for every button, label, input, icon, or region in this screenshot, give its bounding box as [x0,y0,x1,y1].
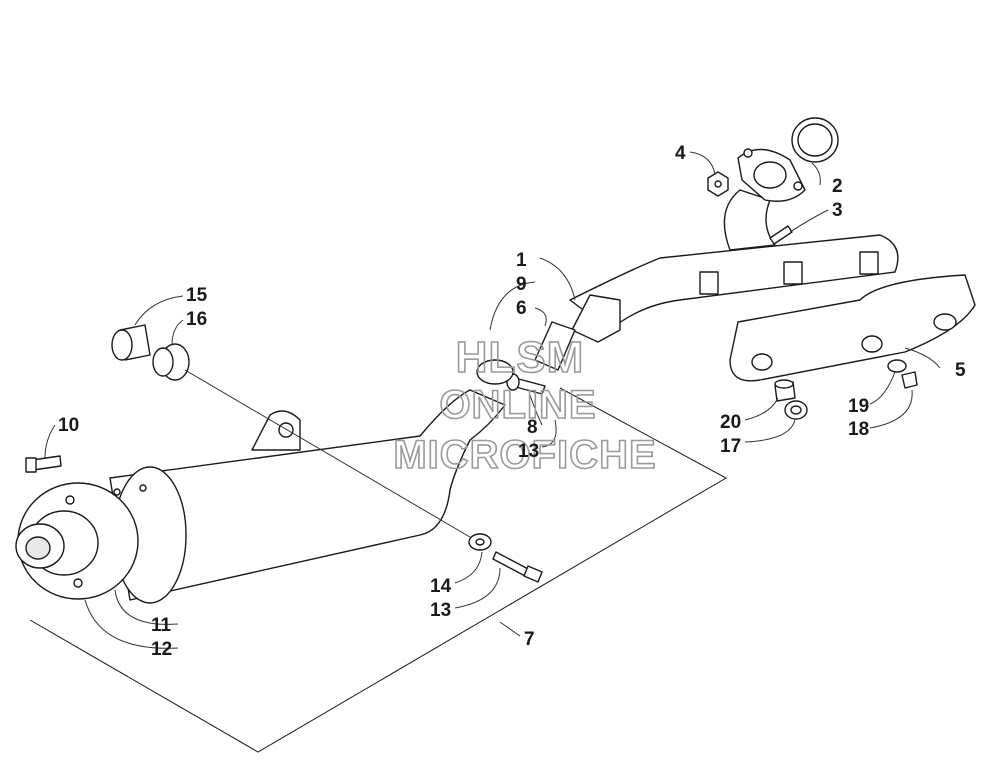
callout-7: 7 [524,629,535,650]
callout-3: 3 [832,200,843,221]
callout-12: 12 [151,639,172,660]
callout-18: 18 [848,419,869,440]
mount-bolt-10 [25,455,62,473]
callout-16: 16 [186,309,207,330]
washer-14 [468,533,492,551]
heat-shield [729,274,976,382]
exhaust-flange [737,148,806,202]
callout-13-upper: 13 [518,441,539,462]
callout-9: 9 [516,274,527,295]
callout-2: 2 [832,176,843,197]
callout-6: 6 [516,298,527,319]
gasket [791,117,839,163]
leader-lines [44,151,941,649]
callout-5: 5 [955,360,966,381]
nut-17 [784,400,808,420]
assembly-outline [29,387,728,753]
callout-17: 17 [720,436,741,457]
callout-11: 11 [151,615,172,636]
watermark-line-1: HLSM [456,333,585,382]
header-pipe [534,189,899,371]
watermark: HLSM ONLINE MICROFICHE [393,332,657,478]
stud [769,225,793,245]
callout-4: 4 [675,143,686,164]
washer-19 [887,359,907,373]
grommet-15 [111,324,151,361]
muffler-assembly [15,389,506,604]
screw-18 [901,371,918,389]
callout-19: 19 [848,396,869,417]
callout-10: 10 [58,415,79,436]
watermark-line-2: ONLINE [439,383,596,427]
callout-8: 8 [527,417,538,438]
bushing-20 [774,379,796,402]
callout-15: 15 [186,285,208,306]
mount-axis-line [184,369,476,541]
grommet-16 [152,343,190,381]
flange-nut [707,171,729,197]
callout-20: 20 [720,412,741,433]
callout-1: 1 [516,250,527,271]
callout-13-lower: 13 [430,600,451,621]
callout-labels: 1 2 3 4 5 6 7 8 9 10 11 12 13 13 14 15 1… [58,143,966,660]
callout-14: 14 [430,576,452,597]
watermark-line-3: MICROFICHE [393,433,656,477]
clamp-ring [476,359,514,385]
bolt-13 [492,551,543,583]
